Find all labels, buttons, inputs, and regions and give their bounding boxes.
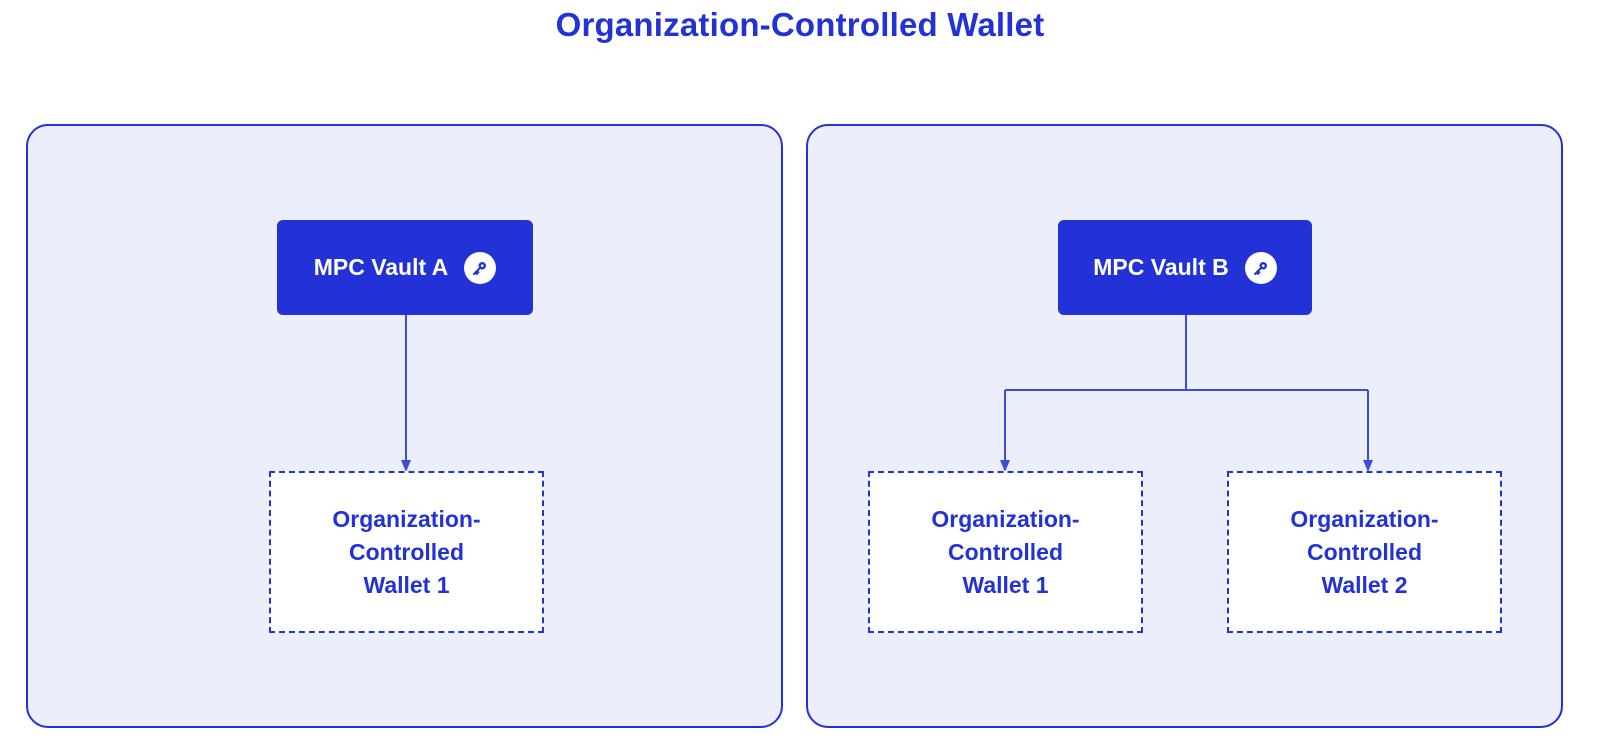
key-icon bbox=[464, 251, 497, 284]
mpc-vault-b-node[interactable]: MPC Vault B bbox=[1058, 220, 1312, 315]
wallet-label-line: Organization- bbox=[931, 505, 1080, 532]
wallet-label-line: Controlled bbox=[349, 538, 464, 565]
wallet-label: Organization- Controlled Wallet 1 bbox=[891, 503, 1121, 602]
mpc-vault-a-node[interactable]: MPC Vault A bbox=[277, 220, 533, 315]
vault-a-label: MPC Vault A bbox=[313, 254, 449, 280]
wallet-label-line: Wallet 1 bbox=[363, 571, 450, 598]
diagram-title: Organization-Controlled Wallet bbox=[555, 6, 1045, 43]
key-icon bbox=[1244, 251, 1277, 284]
wallet-label: Organization- Controlled Wallet 1 bbox=[292, 503, 522, 602]
wallet-label-line: Wallet 1 bbox=[962, 571, 1049, 598]
vault-b-wallet-2-node[interactable]: Organization- Controlled Wallet 2 bbox=[1227, 471, 1502, 633]
wallet-label-line: Wallet 2 bbox=[1321, 571, 1408, 598]
wallet-label-line: Controlled bbox=[1307, 538, 1422, 565]
vault-a-wallet-1-node[interactable]: Organization- Controlled Wallet 1 bbox=[269, 471, 544, 633]
vault-b-wallet-1-node[interactable]: Organization- Controlled Wallet 1 bbox=[868, 471, 1143, 633]
wallet-label-line: Organization- bbox=[332, 505, 481, 532]
wallet-label-line: Controlled bbox=[948, 538, 1063, 565]
vault-b-label: MPC Vault B bbox=[1093, 254, 1229, 280]
wallet-label: Organization- Controlled Wallet 2 bbox=[1250, 503, 1480, 602]
wallet-label-line: Organization- bbox=[1290, 505, 1439, 532]
